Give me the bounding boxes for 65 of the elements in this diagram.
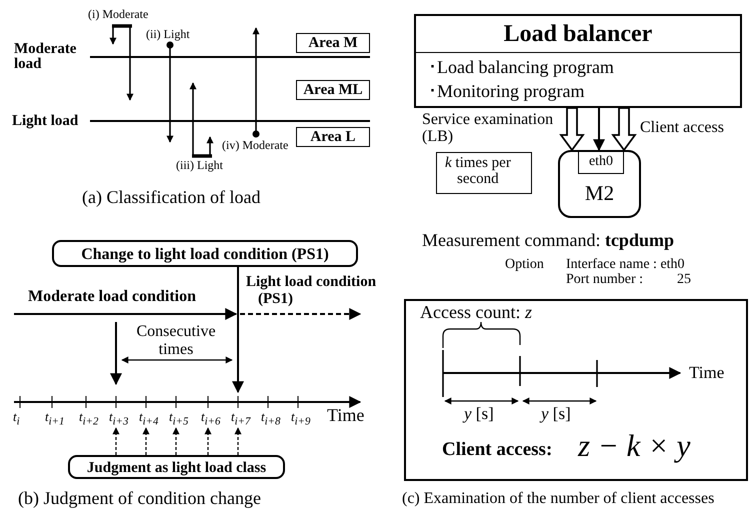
tick-text: t$_{i+1}$ [45,410,64,428]
tick-text: t$_{i}$ [13,410,20,428]
dashed-arrow [142,427,150,455]
node-text: Area M [307,35,359,52]
interval-label: y [s] [541,405,571,424]
node-text: Area ML [302,82,364,98]
dashed-arrow [172,427,180,455]
option-text: Interface name : eth0 [566,257,685,272]
node-text: Area L [309,129,357,146]
state-label: (iii) Light [176,159,223,172]
dashed-arrow [112,427,120,455]
option-value: 25 [677,272,691,288]
state-label: (iv) Moderate [222,139,288,152]
note-box [436,152,532,194]
node-text: Access count: z [420,303,532,323]
tick-text: t$_{i+6}$ [201,410,220,428]
load-balancer-box [414,14,742,108]
caption: (c) Examination of the number of client accesses [402,490,714,508]
edge-label: Service examination (LB) [422,112,554,146]
tick-text: t$_{i+4}$ [139,410,158,428]
node-text: Change to light load condition (PS1) [80,246,330,264]
box-heading: Load balancer [416,16,740,53]
state-label: (i) Moderate [88,8,148,22]
area-box [296,33,370,53]
node-text: ･Monitoring program [428,82,584,102]
caption: (b) Judgment of condition change [18,489,261,509]
node-text: eth0 [588,154,614,170]
axis-label: Time [689,364,724,383]
tick-text: t$_{i+3}$ [109,410,128,428]
interval-label: y [s] [464,405,494,424]
dashed-arrow [234,427,242,455]
tick-text: t$_{i+7}$ [231,410,250,428]
condition-box [52,240,358,267]
tick-text: t$_{i+5}$ [169,410,188,428]
interface-box [578,150,624,174]
panel-box [404,299,748,481]
interval-label: Consecutive times [135,323,217,358]
command-text: Measurement command: tcpdump [422,231,674,251]
arrow [593,108,605,152]
axis-label: Time [327,406,364,426]
node-text: Judgment as light load class [86,460,268,476]
state-label: (ii) Light [146,28,190,42]
option-text: Port number : [566,272,643,288]
server-box [558,150,641,218]
arrow [232,267,244,394]
node-text: Client access: [442,440,552,461]
hollow-arrow [611,107,637,152]
node-text: k times per second [445,156,511,188]
condition-label: Light load condition (PS1) [246,274,378,307]
hollow-arrow [559,107,585,152]
tick-text: t$_{i+8}$ [261,410,280,428]
axis-label: Moderate load [14,42,78,72]
judgment-box [68,455,285,479]
tick-text: t$_{i+2}$ [79,410,98,428]
condition-label: Moderate load condition [28,288,196,306]
option-label: Option [505,257,544,272]
area-box [296,80,370,100]
axis-label: Light load [12,113,78,130]
tick-text: t$_{i+9}$ [291,410,310,428]
dashed-arrow [204,427,212,455]
caption: (a) Classification of load [82,188,260,208]
node-text: ･Load balancing program [428,58,614,78]
node-text: z − k × y [578,429,690,464]
area-box [296,127,370,147]
node-text: M2 [584,182,616,206]
